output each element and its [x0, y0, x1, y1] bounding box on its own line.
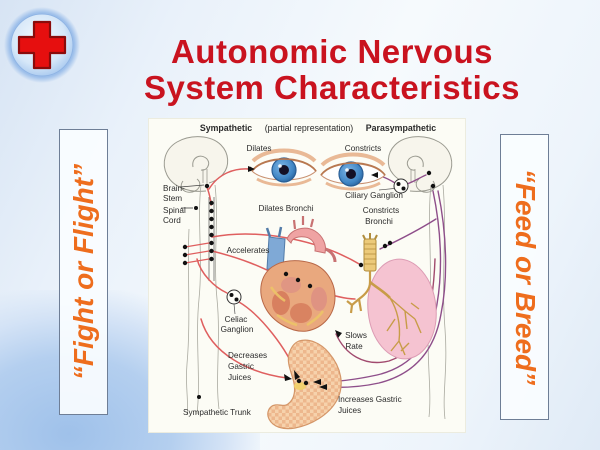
label-decreases-3: Juices	[228, 373, 251, 382]
label-constricts-bronchi-1: Constricts	[363, 206, 399, 215]
ganglion-dots	[182, 166, 436, 399]
sympathetic-trunk-line	[208, 197, 215, 281]
label-brain-stem-2: Stem	[163, 194, 182, 203]
label-accelerates: Accelerates	[227, 246, 270, 255]
ciliary-ganglion-symbol	[378, 178, 409, 194]
label-spinal-2: Cord	[163, 216, 181, 225]
feed-or-breed-banner: “Feed or Breed”	[500, 134, 549, 420]
label-parasympathetic: Parasympathetic	[366, 123, 437, 133]
label-celiac-2: Ganglion	[221, 325, 254, 334]
ans-diagram-panel: Sympathetic (partial representation) Par…	[148, 118, 466, 433]
label-sympathetic-trunk: Sympathetic Trunk	[183, 408, 252, 417]
label-decreases-2: Gastric	[228, 362, 254, 371]
label-sympathetic: Sympathetic	[200, 123, 252, 133]
fight-or-flight-banner: “Fight or Flight”	[59, 129, 108, 415]
label-slows-2: Rate	[345, 342, 363, 351]
celiac-ganglion-symbol	[226, 289, 242, 315]
label-decreases-1: Decreases	[228, 351, 267, 360]
label-spinal-1: Spinal	[163, 206, 186, 215]
label-constricts: Constricts	[345, 144, 381, 153]
page-title: Autonomic Nervous System Characteristics	[72, 33, 592, 107]
label-increases-2: Juices	[338, 406, 361, 415]
left-eye-illustration	[251, 148, 317, 187]
fight-or-flight-text: “Fight or Flight”	[67, 163, 99, 381]
ans-diagram: Sympathetic (partial representation) Par…	[163, 123, 453, 430]
sympathetic-nerve-lines	[184, 168, 362, 379]
right-brain-illustration	[387, 136, 453, 193]
label-slows-1: Slows	[345, 331, 367, 340]
red-cross-icon	[4, 7, 80, 83]
lung-bronchi-illustration	[346, 233, 437, 360]
label-partial-representation: (partial representation)	[265, 123, 354, 133]
label-constricts-bronchi-2: Bronchi	[365, 217, 393, 226]
label-ciliary-ganglion: Ciliary Ganglion	[345, 191, 403, 200]
label-celiac-1: Celiac	[225, 315, 248, 324]
right-eye-illustration	[320, 152, 386, 191]
label-increases-1: Increases Gastric	[338, 395, 402, 404]
label-pointer-lines	[179, 184, 205, 209]
title-line-1: Autonomic Nervous	[170, 33, 494, 70]
label-brain-stem-1: Brain-	[163, 184, 185, 193]
heart-illustration	[260, 216, 337, 332]
left-spinal-cord-sketch	[186, 184, 220, 416]
feed-or-breed-text: “Feed or Breed”	[509, 168, 541, 386]
title-line-2: System Characteristics	[143, 69, 521, 107]
nerve-arrowheads	[248, 166, 378, 390]
label-dilates-bronchi: Dilates Bronchi	[258, 204, 313, 213]
label-dilates: Dilates	[246, 144, 271, 153]
